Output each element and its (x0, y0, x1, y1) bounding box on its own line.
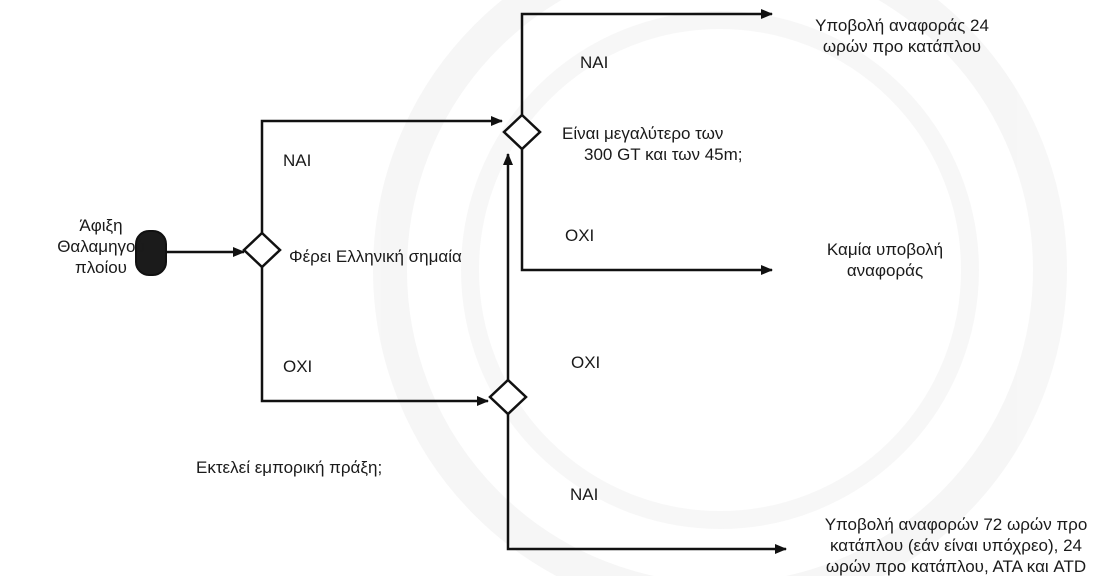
start-label-line-1: Άφιξη (79, 216, 123, 235)
outcome-none-line-2: αναφοράς (846, 261, 924, 280)
decision-size-line-1: Είναι μεγαλύτερο των (562, 124, 724, 143)
outcome-none-label: Καμία υποβολή αναφοράς (810, 239, 960, 281)
watermark-seal (373, 0, 1067, 576)
edge-size-yes (520, 9, 773, 115)
edge-commercial-yes (506, 414, 787, 554)
outcome-72h-label: Υποβολή αναφορών 72 ωρών προ κατάπλου (ε… (800, 514, 1112, 577)
decision-flag-diamond (242, 231, 282, 269)
no-label-size: ΟΧΙ (565, 226, 595, 245)
yes-label-size: ΝΑΙ (580, 53, 609, 72)
start-label-line-2: Θαλαμηγού (57, 237, 145, 256)
start-label-line-3: πλοίου (75, 258, 127, 277)
no-label-commercial: ΟΧΙ (571, 353, 601, 372)
edge-size-no (520, 149, 773, 275)
yes-label-flag: ΝΑΙ (283, 151, 312, 170)
no-label-flag: ΟΧΙ (283, 357, 313, 376)
edge-flag-no (260, 267, 489, 406)
outcome-72h-line-1: Υποβολή αναφορών 72 ωρών προ (824, 515, 1088, 534)
outcome-24h-line-2: ωρών προ κατάπλου (822, 37, 982, 56)
start-label: Άφιξη Θαλαμηγού πλοίου (52, 215, 150, 278)
decision-commercial-label: Εκτελεί εμπορική πράξη; (196, 458, 383, 477)
outcome-24h-line-1: Υποβολή αναφοράς 24 (815, 16, 989, 35)
decision-size-line-2: 300 GT και των 45m; (584, 145, 743, 164)
outcome-72h-line-2: κατάπλου (εάν είναι υπόχρεο), 24 (829, 536, 1082, 555)
decision-flag-label: Φέρει Ελληνική σημαία (289, 247, 462, 266)
outcome-none-line-1: Καμία υποβολή (826, 240, 944, 259)
outcome-24h-label: Υποβολή αναφοράς 24 ωρών προ κατάπλου (790, 15, 1014, 57)
edge-flag-yes (260, 116, 503, 233)
yes-label-commercial: ΝΑΙ (570, 485, 599, 504)
outcome-72h-line-3: ωρών προ κατάπλου, ΑΤΑ και ATD (825, 557, 1087, 576)
decision-size-label: Είναι μεγαλύτερο των 300 GT και των 45m; (562, 123, 743, 165)
